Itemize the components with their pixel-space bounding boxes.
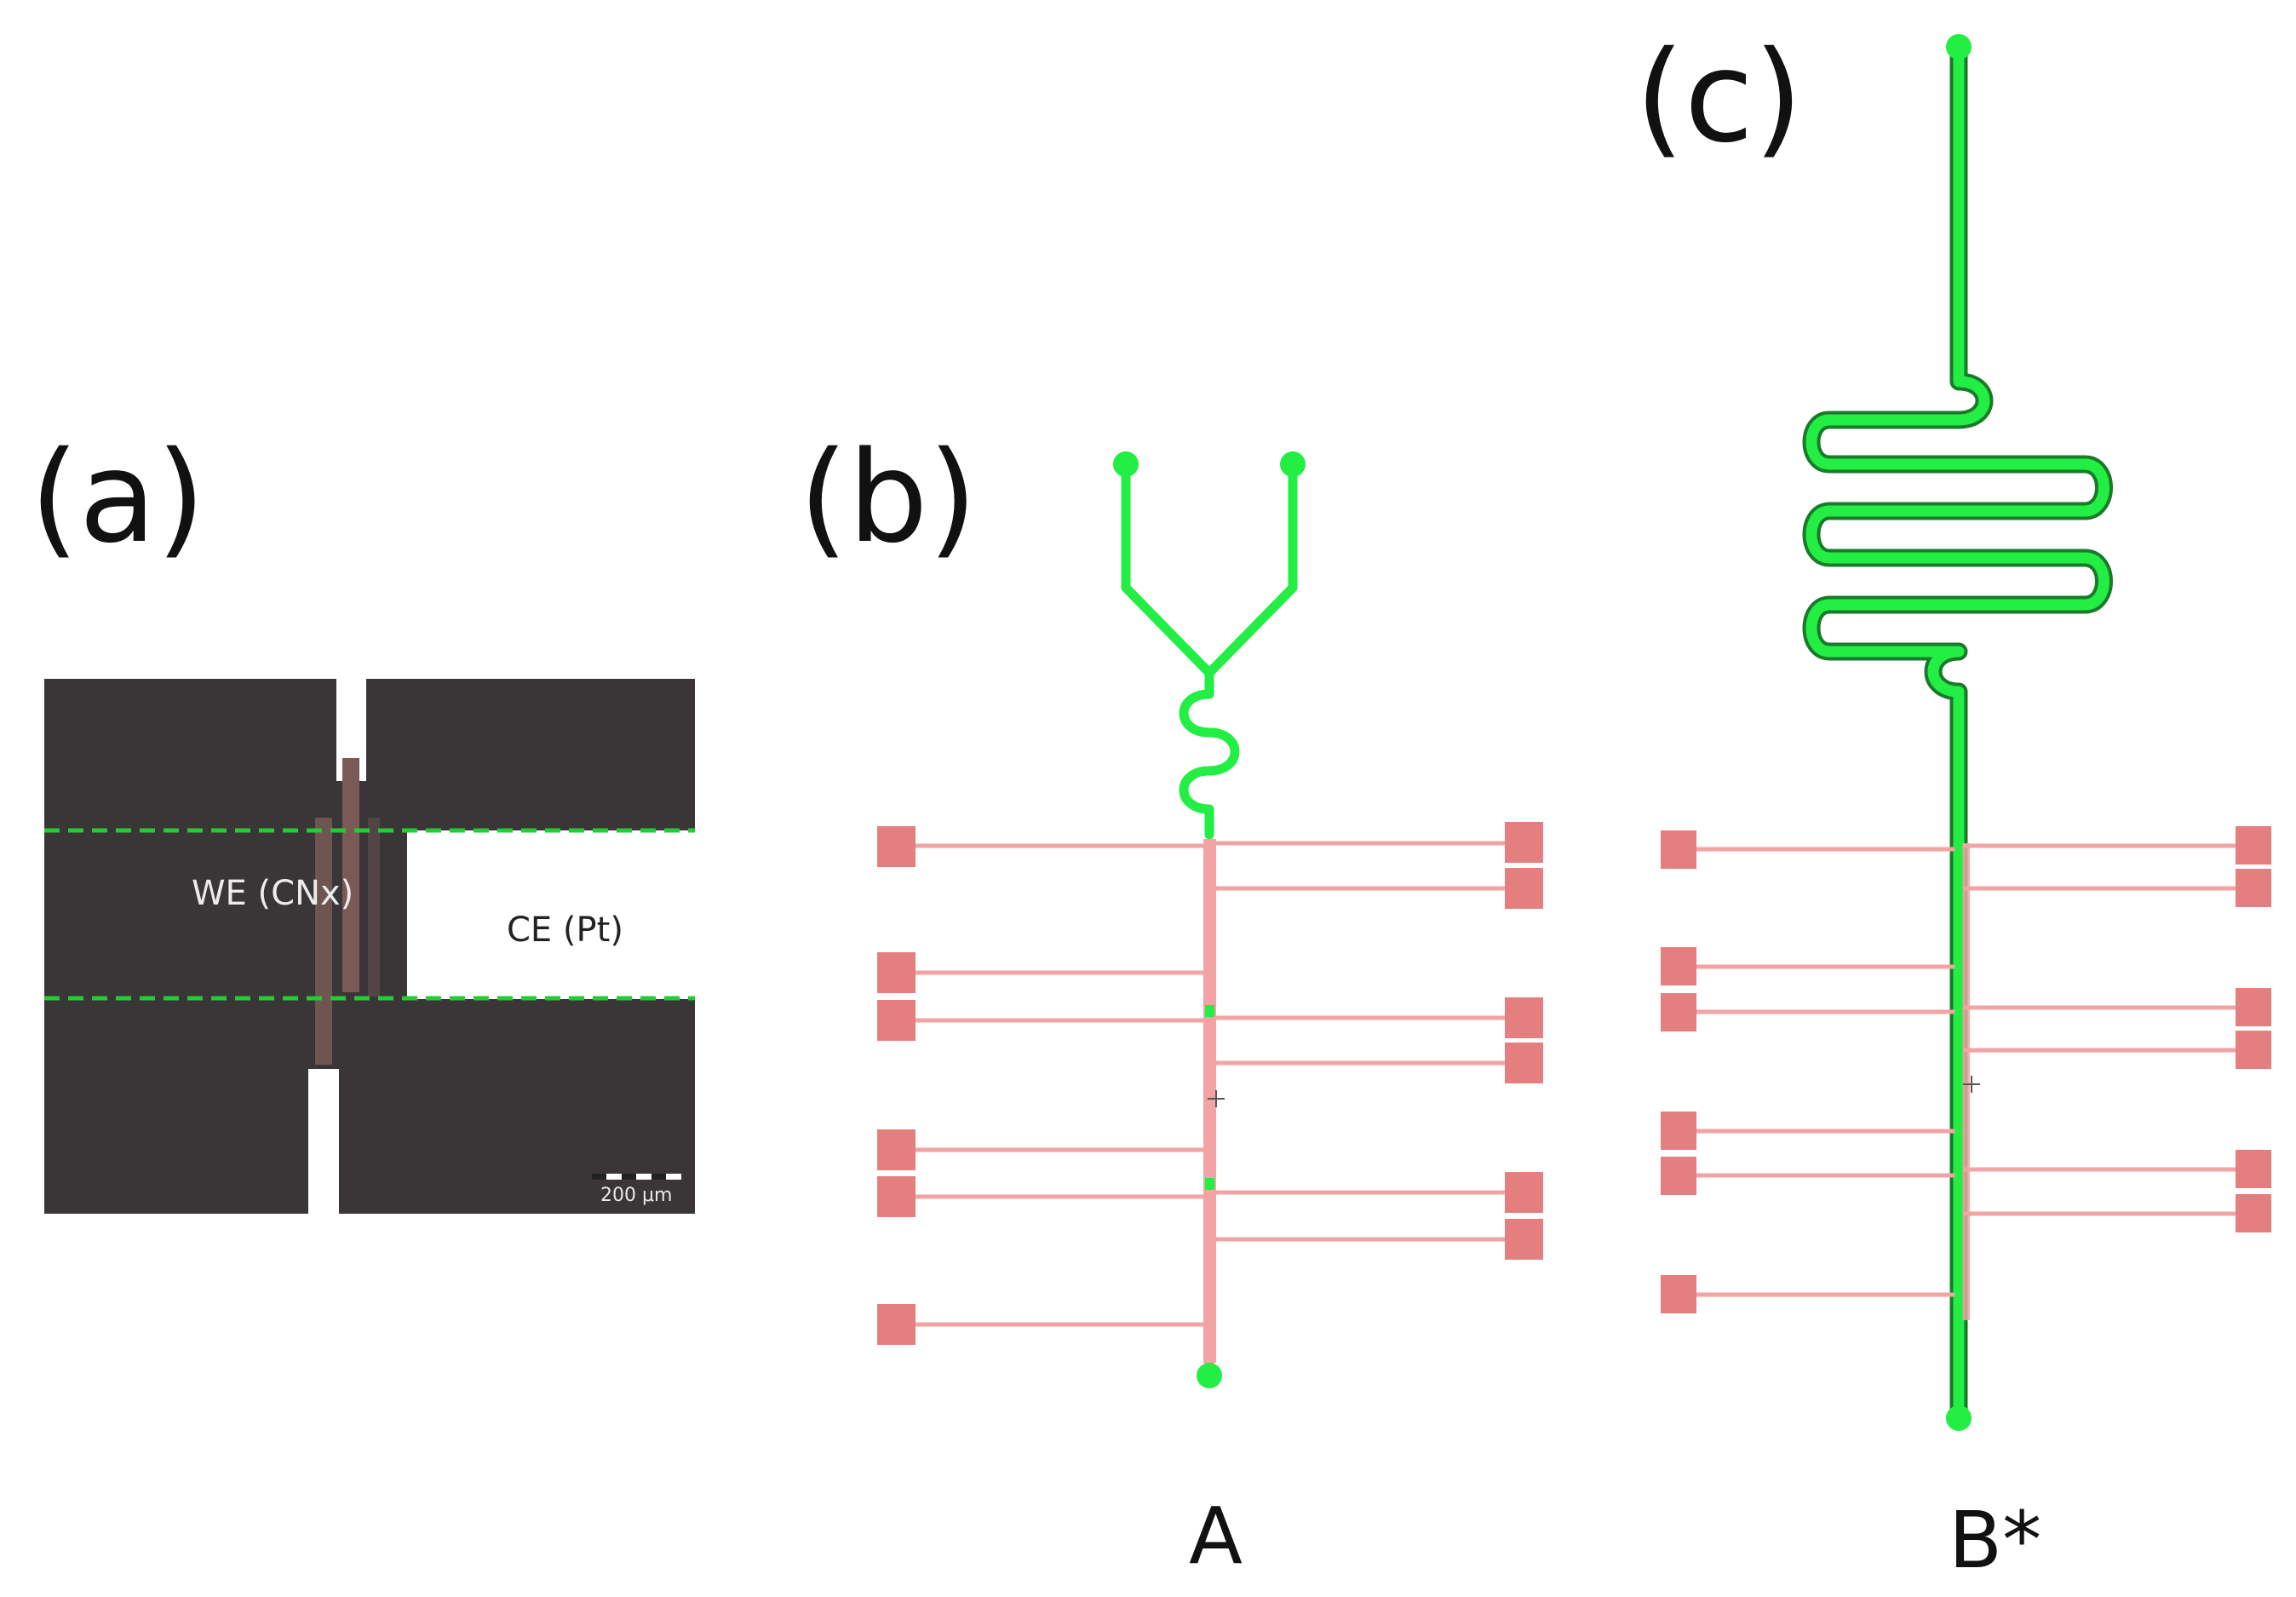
electrode-pad xyxy=(1661,1275,1696,1313)
chip-b-electrodes xyxy=(1678,843,2257,1297)
electrode-pad xyxy=(2236,869,2271,907)
chip-b-serpentine-channel xyxy=(1805,41,2109,1424)
electrode-pad xyxy=(2236,1194,2271,1232)
electrode-pad xyxy=(1505,1043,1543,1083)
chip-a-y-junction xyxy=(1121,459,1298,678)
electrode-pad xyxy=(1661,1112,1696,1150)
electrode-pad xyxy=(1505,1172,1543,1213)
scale-bar-label: 200 μm xyxy=(600,1185,672,1206)
electrode-pad xyxy=(1661,830,1696,869)
electrode-pad xyxy=(877,1176,916,1217)
electrode-pad xyxy=(1505,868,1543,909)
chip-a-mixing-channel xyxy=(1179,668,1240,840)
scale-bar: 200 μm xyxy=(592,1174,681,1206)
electrode-pad xyxy=(1661,993,1696,1031)
panel-b: (b) xyxy=(799,424,1543,1582)
electrode-pad xyxy=(877,1304,916,1345)
working-electrode-strip-1 xyxy=(342,758,359,992)
electrode-pad xyxy=(1661,1157,1696,1195)
micrograph: WE (CNx) CE (Pt) 200 μm xyxy=(44,679,695,1214)
chip-a-channel xyxy=(1121,459,1298,840)
chip-b-label: B* xyxy=(1949,1495,2041,1586)
panel-a: (a) WE (CNx) CE (Pt) xyxy=(30,424,695,1214)
electrode-pad xyxy=(2236,988,2271,1026)
chip-a-pads xyxy=(877,822,1543,1345)
counter-electrode-area xyxy=(407,830,695,999)
panel-b-label: (b) xyxy=(799,424,977,571)
electrode-pad xyxy=(2236,826,2271,865)
chip-a-outlet xyxy=(1197,1363,1222,1388)
working-electrode-edge xyxy=(368,818,380,997)
working-electrode-strip-2 xyxy=(315,818,332,1065)
electrode-pad xyxy=(877,952,916,993)
electrode-pad xyxy=(1505,822,1543,863)
chip-b-pads xyxy=(1661,826,2271,1313)
electrode-pad xyxy=(877,1129,916,1170)
panel-a-label: (a) xyxy=(30,424,205,571)
electrode-pad xyxy=(877,826,916,867)
panel-c-label: (c) xyxy=(1635,24,1803,170)
scale-bar-line xyxy=(592,1174,681,1180)
chip-a-electrode-spine xyxy=(1203,839,1216,1363)
chip-a-inlet-2 xyxy=(1280,451,1306,477)
electrode-pad xyxy=(877,1000,916,1041)
chip-b-outlet xyxy=(1946,1405,1972,1431)
chip-a-electrodes xyxy=(896,841,1524,1327)
electrode-pad xyxy=(2236,1031,2271,1069)
electrode-pad xyxy=(2236,1150,2271,1188)
electrode-pad xyxy=(1505,997,1543,1038)
electrode-pad xyxy=(1661,947,1696,985)
chip-a-label: A xyxy=(1189,1491,1243,1582)
gap-bottom xyxy=(308,1069,339,1214)
we-label: WE (CNx) xyxy=(192,874,353,913)
ce-label: CE (Pt) xyxy=(507,911,623,950)
chip-a-inlet-1 xyxy=(1113,451,1139,477)
chip-b-inlet xyxy=(1946,34,1972,60)
panel-c: (c) xyxy=(1635,24,2271,1586)
electrode-pad xyxy=(1505,1219,1543,1260)
